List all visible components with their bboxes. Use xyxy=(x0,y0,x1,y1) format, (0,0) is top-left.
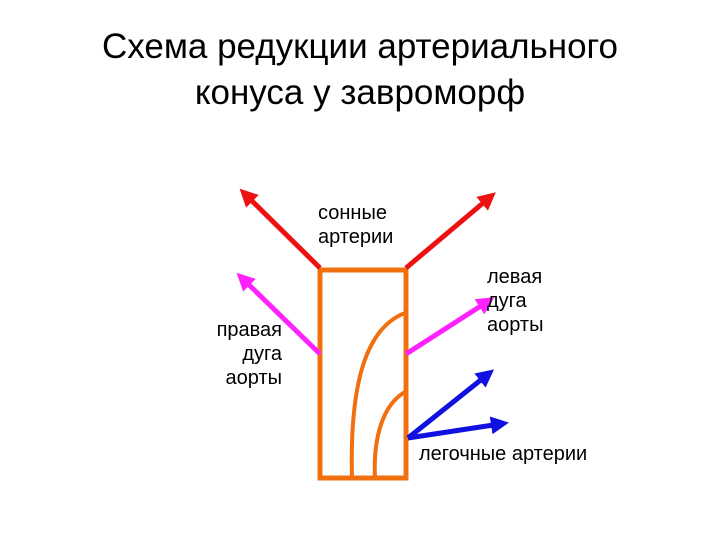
title-line-2: конуса у завроморф xyxy=(194,73,526,112)
pulmonary-arteries-label: легочные артерии xyxy=(419,443,588,465)
right-arch-label-line-3: аорты xyxy=(225,367,282,389)
carotid-arrow-left xyxy=(239,188,322,270)
right-aortic-arch-arrow xyxy=(236,272,322,356)
right-aortic-arch-label: правая дуга аорты xyxy=(196,318,282,390)
carotid-arteries-label: сонные артерии xyxy=(318,201,393,249)
left-arch-label-line-1: левая xyxy=(487,266,543,288)
pulmonary-arrow-upper xyxy=(406,369,495,440)
pulmonary-arrow-lower xyxy=(407,416,509,441)
left-arch-label-line-2: дуга xyxy=(487,290,527,312)
conus-septum-curve-inner xyxy=(372,390,407,479)
carotid-label-line-2: артерии xyxy=(318,226,394,248)
carotid-label-line-1: сонные xyxy=(318,202,387,224)
left-aortic-arch-arrow xyxy=(404,297,495,357)
right-arch-label-line-2: дуга xyxy=(242,343,282,365)
carotid-arrow-right xyxy=(404,192,496,270)
right-arch-label-line-1: правая xyxy=(216,319,282,341)
left-aortic-arch-label: левая дуга аорты xyxy=(487,265,543,337)
conus-septum-curve-outer xyxy=(349,311,406,479)
title-line-1: Схема редукции артериального xyxy=(101,27,619,66)
slide-title: Схема редукции артериального конуса у за… xyxy=(0,24,720,116)
left-arch-label-line-3: аорты xyxy=(487,314,544,336)
conus-rectangle xyxy=(317,267,409,481)
